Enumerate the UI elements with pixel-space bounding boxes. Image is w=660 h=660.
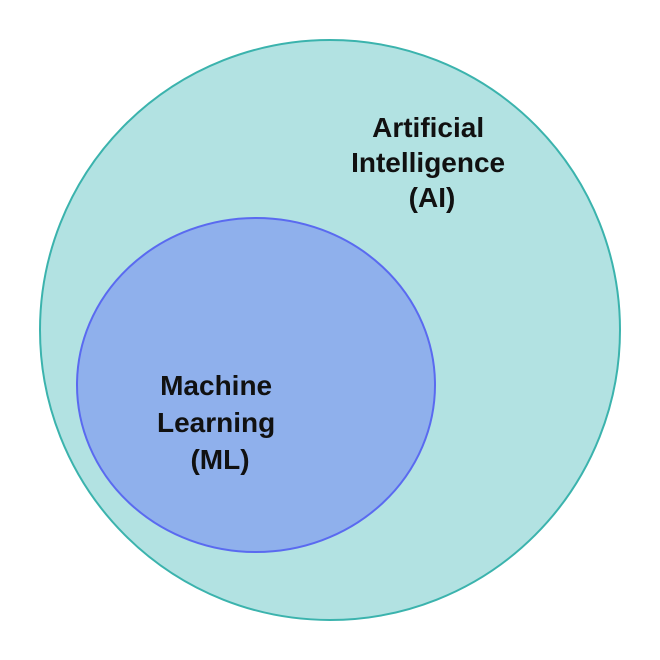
ai-label-line-1: Artificial <box>372 112 484 143</box>
ai-label-line-3: (AI) <box>409 182 456 213</box>
ml-set: Machine Learning (ML) <box>76 217 436 553</box>
ml-circle <box>76 217 436 553</box>
ml-label-line-1: Machine <box>160 370 272 401</box>
ml-label: Machine Learning (ML) <box>157 370 283 475</box>
ai-label: Artificial Intelligence (AI) <box>351 112 513 213</box>
ml-label-line-2: Learning <box>157 407 275 438</box>
ai-label-line-2: Intelligence <box>351 147 505 178</box>
ml-label-line-3: (ML) <box>190 444 249 475</box>
